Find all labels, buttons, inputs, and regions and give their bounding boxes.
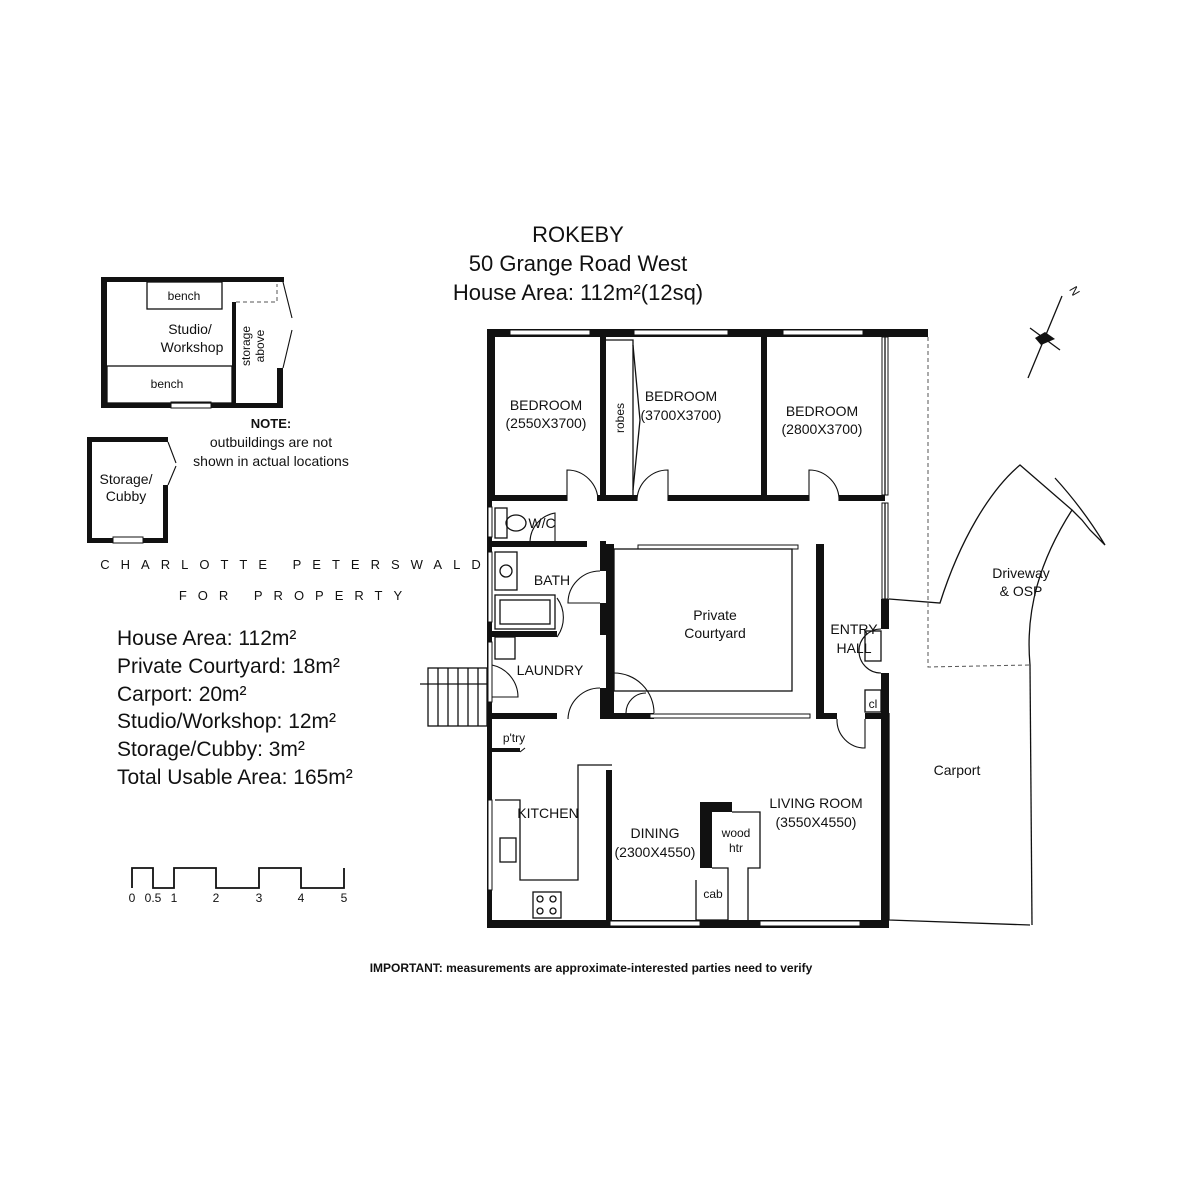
dining-name: DINING — [631, 825, 680, 841]
pantry-label: p'try — [503, 731, 525, 745]
entry-hall-line2: HALL — [836, 640, 871, 656]
area-carport: Carport: 20m² — [117, 683, 247, 706]
wc-label: W/C — [528, 515, 555, 531]
driveway-line1: Driveway — [992, 565, 1050, 581]
driveway-line2: & OSP — [1000, 583, 1043, 599]
storage-cubby: Storage/ Cubby — [87, 437, 177, 544]
bedroom1-name: BEDROOM — [510, 397, 582, 413]
header-house-area: House Area: 112m²(12sq) — [453, 280, 703, 305]
scale-label-05: 0.5 — [145, 891, 162, 905]
scale-label-2: 2 — [213, 891, 220, 905]
header-suburb: ROKEBY — [532, 222, 624, 247]
area-courtyard: Private Courtyard: 18m² — [117, 655, 340, 678]
living-dims: (3550X4550) — [776, 814, 857, 830]
bedroom2-name: BEDROOM — [645, 388, 717, 404]
brand: CHARLOTTE PETERSWALD FOR PROPERTY — [100, 557, 491, 603]
scale-label-4: 4 — [298, 891, 305, 905]
studio-name-line1: Studio/ — [168, 321, 212, 337]
north-compass: N — [1027, 284, 1083, 379]
house-windows — [487, 329, 864, 927]
area-house: House Area: 112m² — [117, 627, 296, 650]
laundry-label: LAUNDRY — [517, 662, 584, 678]
bedroom3-dims: (2800X3700) — [782, 421, 863, 437]
studio-bench-top: bench — [168, 289, 201, 303]
area-total: Total Usable Area: 165m² — [117, 766, 353, 789]
area-studio: Studio/Workshop: 12m² — [117, 710, 336, 733]
closet-label: cl — [869, 697, 878, 711]
studio-storage-line1: storage — [239, 326, 253, 366]
house-fixtures — [494, 339, 882, 921]
header-address: 50 Grange Road West — [469, 251, 688, 276]
scale-label-0: 0 — [129, 891, 136, 905]
courtyard-line1: Private — [693, 607, 737, 623]
cubby-line2: Cubby — [106, 488, 146, 504]
wood-heater-line1: wood — [721, 826, 751, 840]
room-labels: BEDROOM (2550X3700) BEDROOM (3700X3700) … — [503, 388, 1050, 901]
bedroom1-dims: (2550X3700) — [506, 415, 587, 431]
area-summary: House Area: 112m² Private Courtyard: 18m… — [117, 627, 353, 789]
living-name: LIVING ROOM — [769, 795, 862, 811]
brand-line2: FOR PROPERTY — [179, 588, 413, 603]
studio-name-line2: Workshop — [161, 339, 224, 355]
robes-label: robes — [613, 403, 627, 433]
note-title: NOTE: — [251, 416, 291, 431]
kitchen-label: KITCHEN — [517, 805, 578, 821]
wood-heater-line2: htr — [729, 841, 743, 855]
scale-label-5: 5 — [341, 891, 348, 905]
bedroom3-name: BEDROOM — [786, 403, 858, 419]
note-line1: outbuildings are not — [210, 434, 332, 450]
plan-header: ROKEBY 50 Grange Road West House Area: 1… — [453, 222, 703, 305]
bath-label: BATH — [534, 572, 570, 588]
dining-dims: (2300X4550) — [615, 844, 696, 860]
scale-label-1: 1 — [171, 891, 178, 905]
compass-north-label: N — [1066, 284, 1082, 299]
cab-label: cab — [703, 887, 723, 901]
outbuildings-note: NOTE: outbuildings are not shown in actu… — [193, 416, 349, 469]
studio-workshop: bench bench Studio/ Workshop storage abo… — [101, 277, 293, 409]
note-line2: shown in actual locations — [193, 453, 349, 469]
disclaimer: IMPORTANT: measurements are approximate-… — [370, 961, 813, 975]
area-storage: Storage/Cubby: 3m² — [117, 738, 305, 761]
scale-label-3: 3 — [256, 891, 263, 905]
cubby-line1: Storage/ — [100, 471, 153, 487]
glazed-walls — [881, 336, 889, 713]
bedroom2-dims: (3700X3700) — [641, 407, 722, 423]
studio-bench-bottom: bench — [151, 377, 184, 391]
entry-hall-line1: ENTRY — [830, 621, 878, 637]
carport-driveway — [888, 337, 1106, 926]
brand-line1: CHARLOTTE PETERSWALD — [100, 557, 491, 572]
carport-label: Carport — [934, 762, 981, 778]
studio-storage-line2: above — [253, 329, 267, 362]
courtyard-line2: Courtyard — [684, 625, 745, 641]
house-doors — [420, 469, 882, 753]
scale-bar: 0 0.5 1 2 3 4 5 — [129, 867, 348, 905]
